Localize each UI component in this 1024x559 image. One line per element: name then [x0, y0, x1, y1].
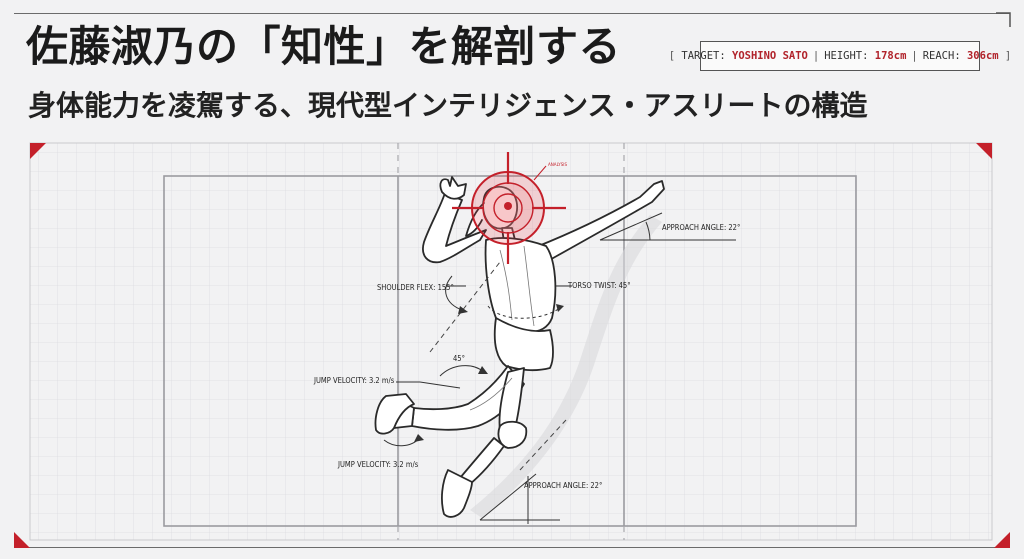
front-shoe	[441, 469, 473, 518]
court-dashed-lines	[397, 143, 625, 540]
approach-angle-top-label: APPROACH ANGLE: 22°	[662, 223, 740, 232]
info-bracket-close: ]	[1004, 50, 1012, 62]
angle-45-label: 45°	[453, 354, 465, 363]
front-knee	[497, 420, 528, 449]
frame-top-line	[14, 13, 1010, 14]
frame-corner-top-right	[996, 12, 1011, 27]
arrowhead-torso	[556, 304, 564, 312]
arc-approach-top	[645, 221, 651, 241]
approach-angle-bottom-label: APPROACH ANGLE: 22°	[524, 481, 602, 490]
corner-accent-bottom-right	[994, 532, 1010, 548]
info-separator-1: |	[812, 50, 820, 62]
body-contour-lines	[469, 245, 535, 411]
jump-velocity-lower-label: JUMP VELOCITY: 3.2 m/s	[337, 460, 419, 469]
court-outline	[163, 175, 857, 527]
arc-shoulder-flex	[445, 275, 463, 311]
height-value: 178cm	[874, 50, 907, 62]
dashed-trajectory-line	[429, 261, 501, 353]
arrowhead-jump-lower	[414, 434, 424, 442]
corner-accent-top-right	[976, 143, 992, 159]
target-tag-label: ANALYSIS	[548, 162, 567, 168]
reticle-center-ring	[493, 193, 523, 223]
reticle-tag-line	[533, 165, 547, 181]
contour-leg	[469, 377, 513, 411]
height-label: HEIGHT:	[824, 50, 869, 62]
athlete-info-box: [ TARGET: YOSHINO SATO | HEIGHT: 178cm |…	[669, 41, 1011, 71]
back-shoe	[374, 393, 415, 435]
court-lines	[163, 175, 857, 527]
torso-twist-label: TORSO TWIST: 45°	[567, 281, 631, 290]
arrowhead-45	[478, 366, 488, 374]
jump-velocity-upper-label: JUMP VELOCITY: 3.2 m/s	[313, 376, 395, 385]
shorts	[493, 317, 554, 372]
hitting-arm	[535, 180, 665, 263]
figure-shadow	[470, 215, 662, 518]
info-separator-2: |	[911, 50, 918, 62]
corner-accent-bottom-left	[14, 532, 30, 548]
corner-accent-top-left	[30, 143, 46, 159]
reticle-center-dot	[504, 202, 512, 210]
page-subtitle: 身体能力を凌駕する、現代型インテリジェンス・アスリートの構造	[28, 89, 868, 122]
dashed-trajectory-line-2	[519, 419, 567, 471]
arrowheads	[414, 304, 564, 442]
reach-label: REACH:	[922, 50, 961, 62]
raised-hand	[439, 176, 467, 200]
info-bracket-open: [	[668, 50, 676, 62]
target-label: TARGET:	[681, 50, 726, 62]
guide-jump-upper-2	[419, 381, 461, 389]
reach-value: 306cm	[966, 50, 999, 62]
frame-bottom-line	[14, 547, 1010, 548]
arc-torso-twist	[487, 305, 561, 319]
raised-arm	[422, 192, 487, 264]
page-title: 佐藤淑乃の「知性」を解剖する	[26, 22, 622, 71]
contour-torso-2	[523, 245, 535, 327]
target-value: YOSHINO SATO	[732, 50, 808, 62]
contour-torso-1	[499, 249, 513, 321]
guide-approach-top-ray	[599, 212, 663, 241]
shoulder-flex-label: SHOULDER FLEX: 155°	[377, 283, 454, 292]
guide-approach-bottom-ray	[479, 473, 537, 521]
arrowhead-shoulder	[458, 306, 468, 314]
